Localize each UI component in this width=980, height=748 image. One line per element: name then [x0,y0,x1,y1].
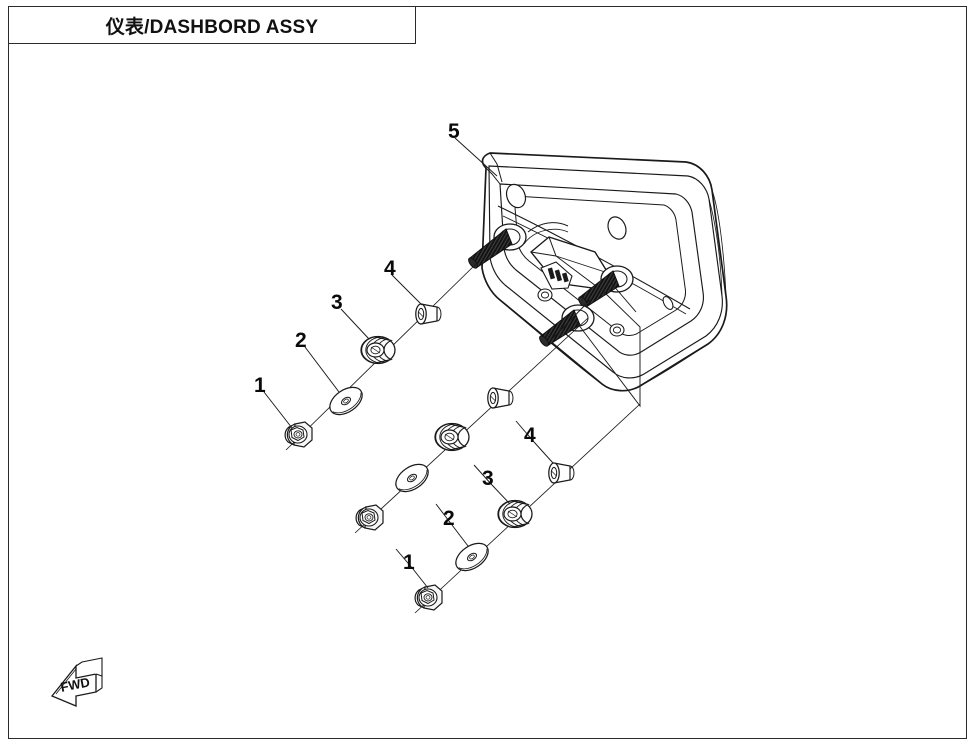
part-3-grommet-lower [497,499,533,529]
page-title: 仪表/DASHBORD ASSY [105,16,319,38]
part-2-washer-upper [324,381,368,421]
callout-1-upper: 1 [254,374,266,397]
dashboard-housing-part-5 [468,152,728,392]
assembly-chain-lower [414,403,641,614]
part-4-sleeve-upper [415,303,442,325]
part-3-grommet-upper [360,335,396,365]
mounting-stud-center [578,265,634,308]
assembly-chain-middle [354,317,589,534]
page-border [8,6,967,739]
callout-2-upper: 2 [295,329,307,352]
callout-4-upper: 4 [384,257,396,280]
callout-1-lower: 1 [403,551,415,574]
part-1-nut-upper [284,421,313,448]
fwd-label: FWD [59,674,91,694]
fwd-direction-marker: FWD [50,657,103,707]
callout-3-lower: 3 [482,467,494,490]
part-1-nut-lower [414,584,443,611]
part-4-sleeve-middle [487,387,514,409]
part-2-washer-middle [390,458,434,498]
callout-2-lower: 2 [443,507,455,530]
assembly-chain-upper [284,261,479,451]
callout-4-lower: 4 [524,424,536,447]
part-4-sleeve-lower [548,462,575,484]
part-1-nut-middle [355,504,384,531]
callout-5-dashboard: 5 [448,120,460,143]
mounting-stud-lower [539,304,595,347]
part-2-washer-lower [450,537,494,577]
part-3-grommet-middle [434,422,470,452]
connector-housing [530,236,609,290]
leader-lines [263,137,641,589]
callout-3-upper: 3 [331,291,343,314]
mounting-stud-upper-left [468,223,527,269]
title-box: 仪表/DASHBORD ASSY [8,6,416,44]
